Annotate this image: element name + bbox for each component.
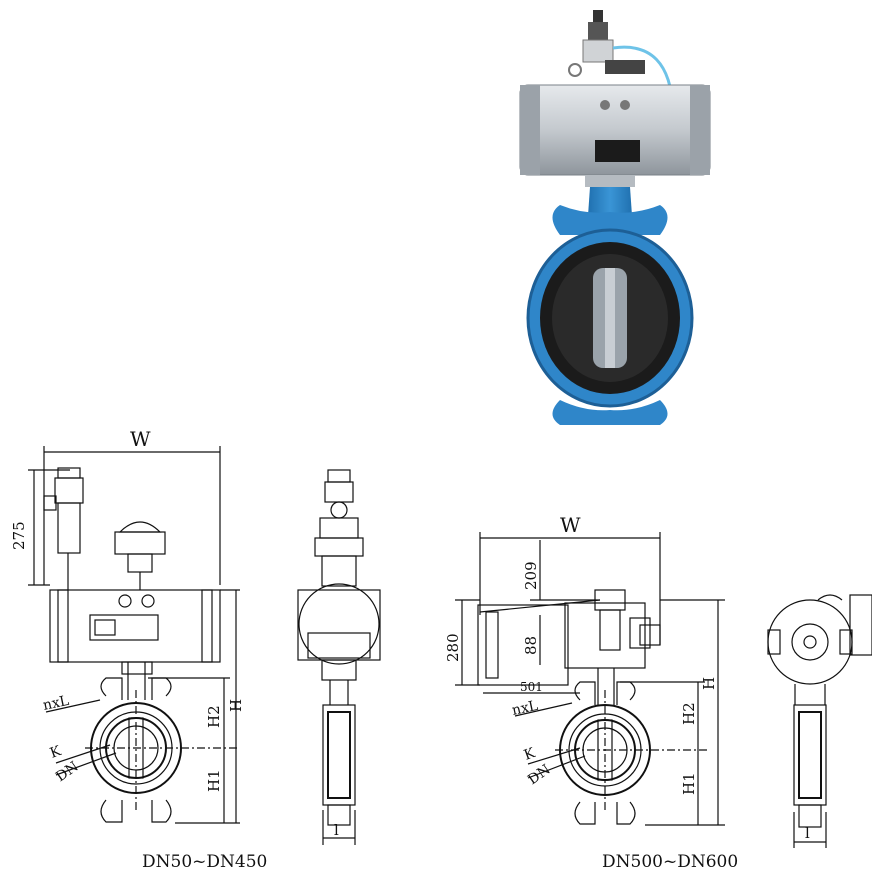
right-dimension-labels: W 209 280 88 501 nxL K DN H H2 H1 l [444, 513, 810, 842]
dim-h2-right: H2 [680, 702, 698, 725]
dim-280: 280 [444, 633, 462, 662]
dim-h1-right: H1 [680, 772, 698, 795]
dim-h1-left: H1 [205, 769, 223, 792]
right-side-view [767, 594, 872, 848]
dim-h-left: H [227, 699, 245, 712]
valve-photo [519, 10, 711, 425]
dim-88: 88 [522, 636, 540, 655]
dim-k-left: K [48, 743, 64, 762]
dim-209: 209 [522, 561, 540, 590]
dim-501: 501 [520, 680, 543, 694]
dim-dn-right: DN [525, 762, 553, 789]
dim-l-right: l [805, 824, 810, 842]
caption-right: DN500~DN600 [602, 852, 739, 872]
right-front-view [455, 532, 725, 826]
left-dimension-labels: W 275 nxL K DN H H2 H1 l [10, 427, 339, 839]
left-front-view [28, 446, 240, 824]
caption-left: DN50~DN450 [142, 852, 268, 872]
dim-l-left: l [334, 821, 339, 839]
dim-nxl-right: nxL [511, 698, 540, 719]
valve-body [526, 187, 694, 425]
dim-h-right: H [700, 677, 718, 690]
dim-w-left: W [130, 427, 151, 451]
actuator [519, 84, 711, 187]
left-side-view [297, 469, 381, 845]
dim-275: 275 [10, 521, 28, 550]
dim-h2-left: H2 [205, 705, 223, 728]
dim-w-right: W [560, 513, 581, 537]
dim-k-right: K [522, 745, 538, 764]
dim-nxl-left: nxL [42, 693, 71, 714]
